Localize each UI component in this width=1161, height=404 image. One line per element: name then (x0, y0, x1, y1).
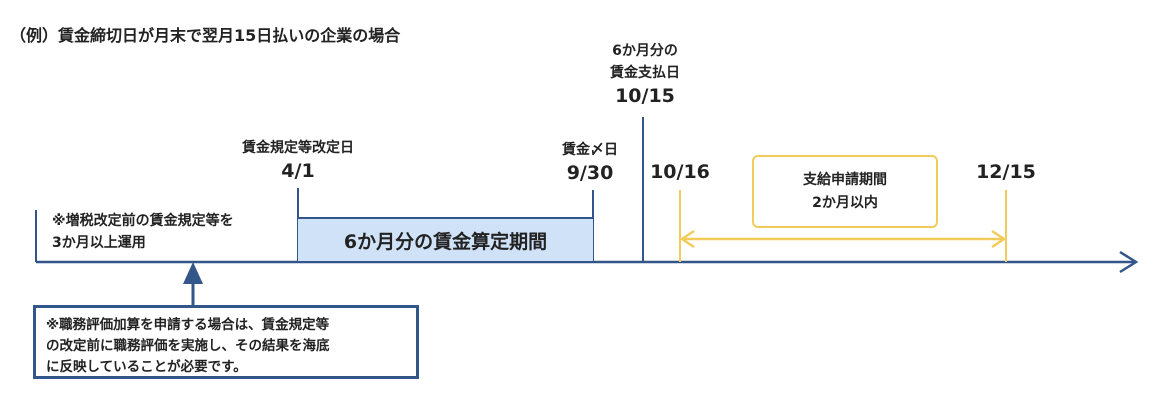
payment-label-1: 6か月分の (612, 43, 678, 59)
application-period-box: 支給申請期間 2か月以内 (752, 155, 938, 228)
application-start-date: 10/16 (650, 161, 710, 183)
application-period-label: 支給申請期間 (803, 171, 887, 188)
evaluation-note-box: ※職務評価加算を申請する場合は、賃金規定等 の改定前に職務評価を実施し、その結果… (33, 305, 419, 379)
application-period-arrow (679, 229, 1007, 249)
revision-date: 4/1 (281, 160, 315, 182)
pre-note-line: 3か月以上運用 (52, 235, 146, 251)
application-start-marker (679, 190, 681, 262)
cutoff-marker (592, 190, 594, 262)
cutoff-label: 賃金〆日 (562, 142, 618, 158)
pre-note-line: ※増税改定前の賃金規定等を (52, 213, 234, 229)
note-line: ※職務評価加算を申請する場合は、賃金規定等 (46, 317, 330, 333)
cutoff-date-label: 賃金〆日 9/30 (540, 139, 640, 185)
application-end-marker (1005, 190, 1007, 262)
note-line: の改定前に職務評価を実施し、その結果を海底 (46, 338, 330, 354)
calculation-period-box: 6か月分の賃金算定期間 (298, 217, 593, 261)
revision-label: 賃金規定等改定日 (242, 140, 354, 156)
payment-date-label: 6か月分の 賃金支払日 10/15 (565, 40, 725, 108)
note-line: に反映していることが必要です。 (46, 359, 247, 375)
application-period-duration: 2か月以内 (812, 194, 878, 211)
start-marker (35, 210, 37, 262)
revision-date-label: 賃金規定等改定日 4/1 (198, 137, 398, 183)
up-arrow-icon (183, 262, 203, 306)
application-end-date: 12/15 (976, 161, 1036, 183)
diagram-title: （例）賃金締切日が月末で翌月15日払いの企業の場合 (10, 26, 401, 45)
payment-marker (642, 117, 644, 262)
payment-label-2: 賃金支払日 (610, 65, 680, 81)
cutoff-date: 9/30 (566, 162, 614, 184)
payment-date: 10/15 (615, 85, 675, 107)
pre-note: ※増税改定前の賃金規定等を 3か月以上運用 (52, 210, 234, 254)
